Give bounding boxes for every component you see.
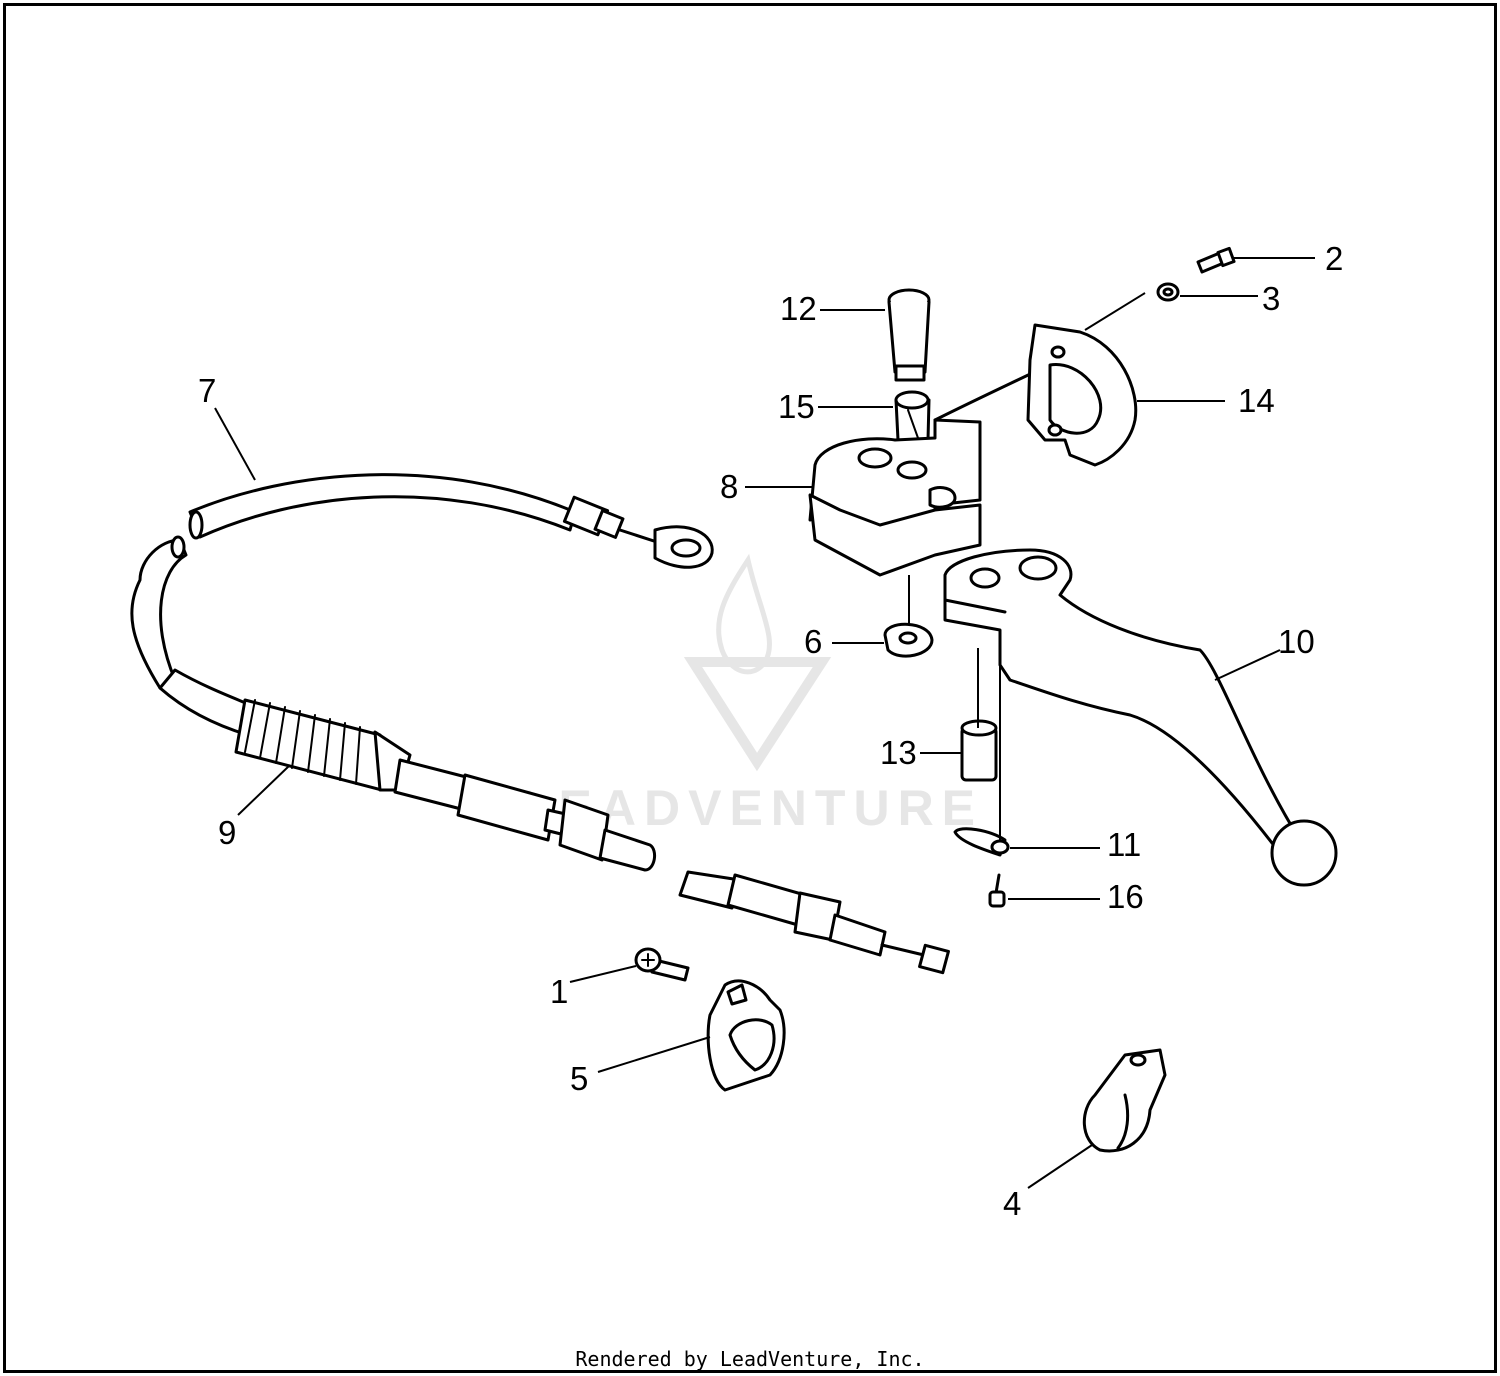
render-credit: Rendered by LeadVenture, Inc. bbox=[575, 1347, 924, 1371]
part-12-pin bbox=[887, 288, 931, 382]
callout-14: 14 bbox=[1238, 382, 1275, 419]
part-10-lever bbox=[943, 548, 1338, 887]
part-4-clamp bbox=[1082, 1048, 1167, 1153]
part-13-bushing bbox=[960, 719, 998, 782]
callout-5: 5 bbox=[570, 1060, 588, 1097]
part-16-screw bbox=[988, 873, 1006, 908]
diagram-frame bbox=[3, 3, 1497, 1373]
leader-lines bbox=[214, 257, 1315, 1189]
watermark-v-icon bbox=[683, 657, 832, 772]
part-15-sleeve bbox=[894, 390, 931, 442]
callout-3: 3 bbox=[1262, 280, 1280, 317]
part-7-cable-upper bbox=[188, 473, 714, 569]
part-5-clamp bbox=[706, 979, 786, 1092]
part-3-washer bbox=[1156, 282, 1180, 302]
watermark-flame-icon bbox=[716, 553, 772, 675]
part-9-cable-lower bbox=[130, 535, 657, 872]
part-2-screw bbox=[1196, 246, 1236, 274]
callout-7: 7 bbox=[198, 372, 216, 409]
callout-10: 10 bbox=[1278, 623, 1315, 660]
part-8-housing bbox=[808, 358, 1062, 577]
callout-15: 15 bbox=[778, 388, 815, 425]
callout-4: 4 bbox=[1003, 1185, 1021, 1222]
callout-16: 16 bbox=[1107, 878, 1144, 915]
callout-13: 13 bbox=[880, 734, 917, 771]
callout-1: 1 bbox=[550, 973, 568, 1010]
callout-12: 12 bbox=[780, 290, 817, 327]
part-6-clip bbox=[883, 622, 934, 658]
watermark: LEADVENTURE bbox=[520, 553, 975, 836]
callout-9: 9 bbox=[218, 814, 236, 851]
part-14-bracket bbox=[1026, 323, 1138, 467]
part-11-clip bbox=[953, 827, 1010, 857]
callout-11: 11 bbox=[1107, 826, 1141, 863]
cable-end-ferrule bbox=[678, 870, 950, 975]
part-1-screw bbox=[634, 947, 690, 982]
callout-2: 2 bbox=[1325, 240, 1343, 277]
callout-labels: 2 3 12 15 14 8 7 6 10 13 11 16 9 1 5 4 bbox=[198, 240, 1343, 1222]
callout-6: 6 bbox=[804, 623, 822, 660]
callout-8: 8 bbox=[720, 468, 738, 505]
